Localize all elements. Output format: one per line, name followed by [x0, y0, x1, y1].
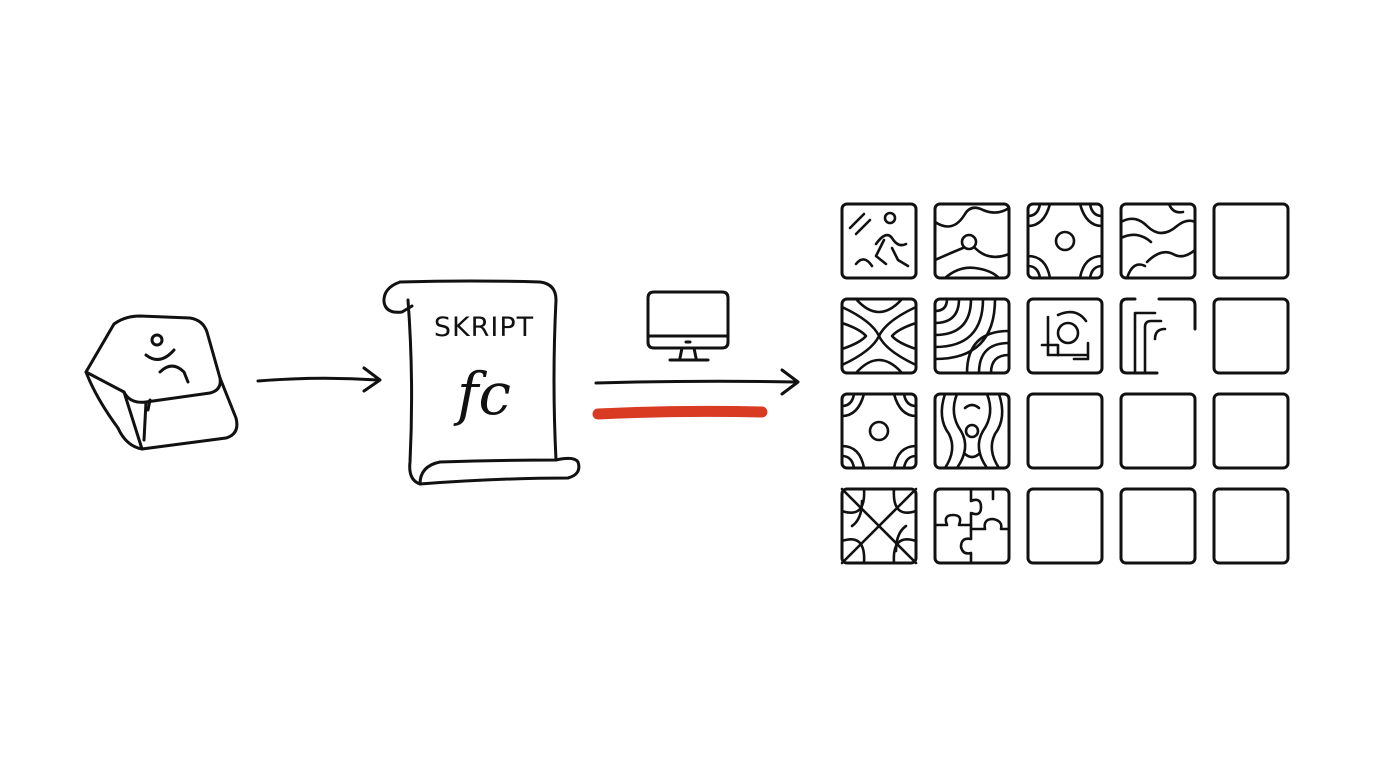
star-curves-pattern [840, 487, 918, 565]
tile-grid-icon [840, 202, 1290, 565]
arrow-key-to-script [256, 366, 382, 393]
tile-radial-rings [840, 392, 918, 470]
x-curves-pattern [840, 297, 918, 375]
script-signature: fc [453, 360, 511, 428]
tile-empty [1212, 297, 1290, 375]
tile-empty [1026, 487, 1104, 565]
tile-empty [1212, 487, 1290, 565]
tile-wavy-lines [1119, 202, 1197, 280]
tile-runner [840, 202, 918, 280]
tile-radial-rings [1026, 202, 1104, 280]
wavy-lines-pattern [1119, 202, 1197, 280]
runner-pattern [848, 211, 910, 268]
circle-bracket-pattern [1040, 310, 1090, 361]
puzzle-pattern [933, 487, 1011, 565]
wavy-circle-pattern [933, 206, 1011, 280]
tile-wavy-circle [933, 202, 1011, 280]
radial-rings-pattern [840, 392, 918, 470]
script-scroll-icon: SKRIPT fc [382, 279, 581, 486]
red-highlight-bar [592, 405, 768, 420]
tile-empty [1026, 392, 1104, 470]
tile-concentric-waves [933, 392, 1011, 470]
tile-empty [1212, 392, 1290, 470]
tile-puzzle [933, 487, 1011, 565]
concentric-waves-pattern [940, 392, 1004, 470]
tile-x-curves [840, 297, 918, 375]
tile-empty [1119, 487, 1197, 565]
tile-corner-arcs [1119, 297, 1197, 375]
corner-arcs-pattern [1133, 311, 1167, 375]
computer-monitor-icon [646, 290, 730, 362]
tile-circle-bracket [1026, 297, 1104, 375]
arrow-script-to-tiles [594, 368, 800, 396]
radial-rings-pattern [1026, 202, 1104, 280]
keyboard-key-icon [84, 314, 239, 451]
tile-arcs [933, 297, 1011, 375]
tile-star-curves [840, 487, 918, 565]
tile-empty [1212, 202, 1290, 280]
arcs-pattern [933, 297, 1011, 375]
tile-empty [1119, 392, 1197, 470]
script-title: SKRIPT [434, 312, 534, 343]
